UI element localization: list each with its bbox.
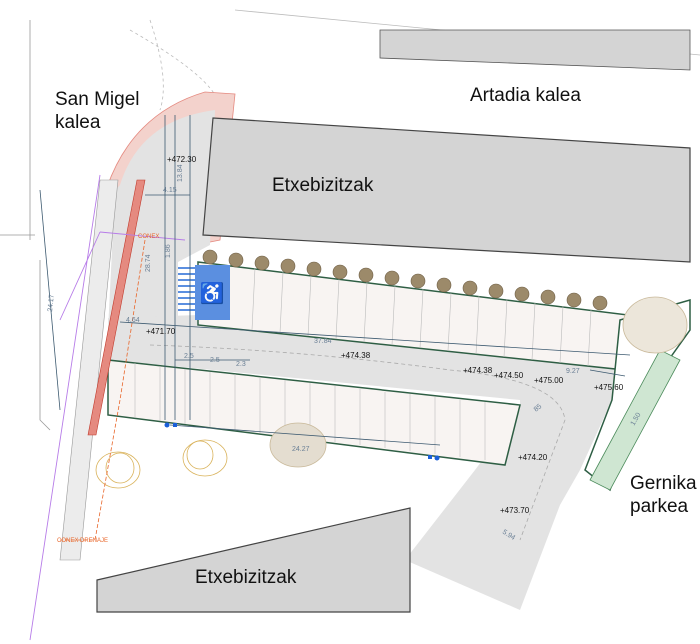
- dimension-label: 24.17: [47, 294, 56, 312]
- crosswalk: [178, 265, 196, 315]
- dimension-label: 28.74: [145, 254, 152, 272]
- dimension-label: 4.64: [126, 317, 140, 324]
- dimension-lines: [39, 115, 631, 446]
- park-label-gernika: Gernika: [630, 473, 697, 494]
- elevation-label: +472.30: [167, 155, 197, 164]
- top-right-building: [379, 29, 691, 71]
- dimension-label: 9.27: [566, 368, 580, 375]
- sidewalk-gray: [108, 110, 215, 330]
- left-sidewalk: [59, 179, 119, 561]
- wheelchair-icon: ♿: [200, 281, 225, 305]
- crosswalk-stripes: [178, 267, 196, 311]
- parking-stall-lines: [134, 267, 592, 460]
- dimension-label: 1.86: [165, 244, 172, 258]
- road: [108, 315, 628, 610]
- conex-drenaje-label: CONEX DRENAJE: [57, 538, 108, 544]
- dimension-label: 85: [533, 403, 544, 413]
- accessible-parking-space: [195, 265, 230, 320]
- elevation-label: +474.50: [494, 371, 524, 380]
- street-label-kalea: kalea: [55, 112, 101, 133]
- building-bottom: [96, 507, 411, 613]
- dimension-label: 2.5: [210, 357, 220, 364]
- green-strip: [589, 349, 681, 491]
- elevation-label: +473.70: [500, 506, 530, 515]
- dimension-label: 2.3: [236, 361, 246, 368]
- dimension-label: 24.27: [292, 446, 310, 453]
- road-centerline: [149, 344, 566, 541]
- building-top: [202, 117, 691, 263]
- drain-markers: [164, 422, 440, 461]
- elevation-label: +475.60: [594, 383, 624, 392]
- elevation-label: +474.38: [341, 351, 371, 360]
- utility-line: [29, 174, 186, 641]
- tree-row: [202, 249, 608, 311]
- drain-line: [60, 239, 146, 541]
- park-label-parkea: parkea: [630, 496, 689, 517]
- street-label-san-migel: San Migel: [55, 89, 140, 110]
- elevation-label: +474.20: [518, 453, 548, 462]
- building-bottom-label: Etxebizitzak: [195, 567, 297, 588]
- dimension-label: 13.84: [177, 164, 184, 182]
- elevation-label: +474.38: [463, 366, 493, 375]
- conex-label: CONEX: [138, 234, 159, 240]
- elevation-label: +471.70: [146, 327, 176, 336]
- parking-lower: [107, 359, 521, 466]
- building-top-label: Etxebizitzak: [272, 175, 374, 196]
- dimension-label: 37.84: [314, 338, 332, 345]
- dimension-label: 4.15: [163, 187, 177, 194]
- red-band: [87, 179, 146, 436]
- dimension-label: 2.5: [184, 353, 194, 360]
- large-trees: [95, 296, 688, 489]
- street-label-artadia: Artadia kalea: [470, 85, 581, 106]
- elevation-label: +475.00: [534, 376, 564, 385]
